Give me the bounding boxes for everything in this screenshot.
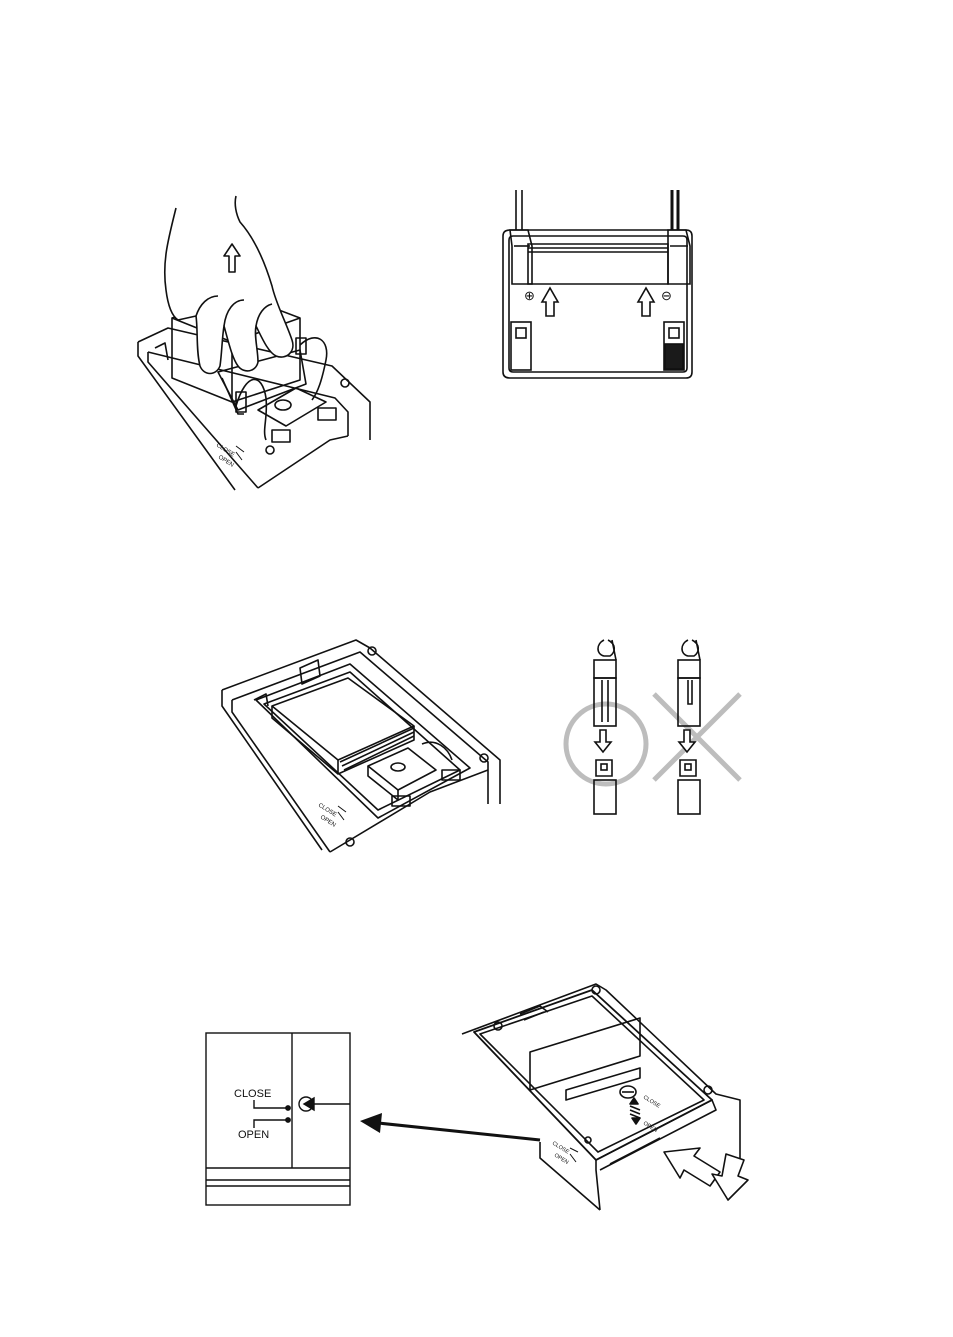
detail-pointer-arrow [360, 1113, 540, 1140]
figure-battery-polarity [503, 190, 692, 378]
push-cover-arrow [664, 1148, 720, 1186]
lid-marker [570, 1148, 578, 1162]
incorrect-x-mark [654, 694, 740, 780]
positive-insert-arrow [542, 288, 558, 316]
fig1-close-label: CLOSE [215, 443, 235, 459]
device-body [222, 640, 500, 852]
device-with-cover [462, 984, 748, 1210]
minus-symbol: ⊖ [661, 288, 672, 303]
connector-orientation-guide [566, 640, 740, 814]
hand [165, 196, 293, 374]
plus-symbol: ⊕ [524, 288, 535, 303]
fig3-close-label: CLOSE [317, 803, 337, 819]
close-open-detail-inset [206, 1033, 350, 1205]
negative-insert-arrow [638, 288, 654, 316]
slide-cover-arrow [712, 1154, 748, 1200]
detail-close-label: CLOSE [234, 1088, 271, 1100]
detail-open-label: OPEN [238, 1129, 269, 1141]
figure-battery-removal [138, 196, 370, 490]
lid-marker [236, 446, 244, 460]
lid-marker [338, 806, 346, 820]
positive-terminal [511, 322, 531, 370]
cover-close-label: CLOSE [642, 1095, 661, 1110]
battery-label-strip [528, 244, 668, 284]
fig4-close-label: CLOSE [551, 1141, 570, 1156]
figure-battery-seated [222, 640, 500, 852]
negative-terminal [664, 322, 684, 370]
battery-compartment [256, 664, 470, 818]
correct-plug [594, 640, 616, 814]
